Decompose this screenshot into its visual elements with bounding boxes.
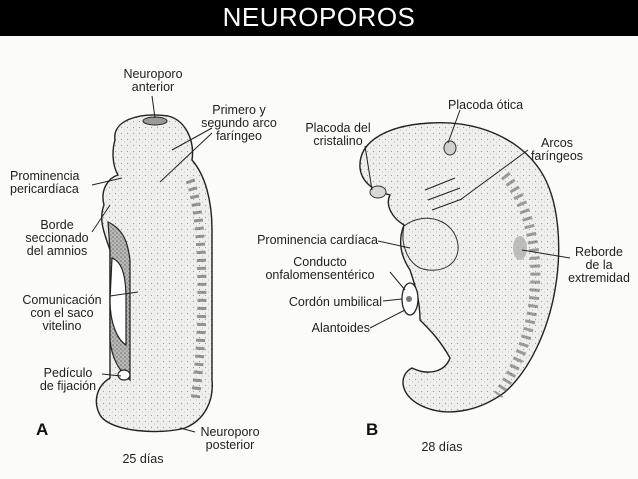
label-line: extremidad — [568, 271, 630, 285]
label-pharyngeal-arches-b: Arcos faríngeos — [522, 137, 592, 163]
embryo-b-otic — [443, 140, 457, 156]
label-anterior-neuropore: Neuroporo anterior — [113, 68, 193, 94]
slide-title: NEUROPOROS — [222, 2, 416, 32]
label-line: Reborde — [575, 245, 623, 259]
label-line: onfalomensentérico — [265, 268, 375, 282]
label-amnion-edge: Borde seccionado del amnios — [18, 219, 96, 258]
embryo-a-somites — [185, 178, 207, 401]
label-pericardial-bulge: Prominencia pericardíaca — [10, 170, 79, 196]
label-line: Placoda del — [305, 121, 371, 135]
embryo-a-yolk-opening — [109, 257, 127, 347]
label-line: de la — [585, 258, 613, 272]
label-line: Neuroporo — [200, 425, 260, 439]
panel-letter-a: A — [36, 420, 49, 439]
embryo-b-body — [359, 122, 560, 413]
title-bar: NEUROPOROS — [0, 0, 638, 36]
age-label-a: 25 días — [122, 452, 164, 466]
label-line: posterior — [205, 438, 255, 452]
embryo-b-heart — [402, 217, 459, 271]
label-pharyngeal-arches-a: Primero y segundo arco faríngeo — [194, 104, 284, 143]
label-lens-placode: Placoda del cristalino — [295, 122, 381, 148]
label-line: seccionado — [25, 231, 89, 245]
embryo-b-lens — [369, 185, 387, 199]
label-line: con el saco — [30, 306, 94, 320]
embryo-b-somites — [493, 171, 541, 398]
label-line: Arcos — [541, 136, 573, 150]
label-vitelline-duct: Conducto onfalomensentérico — [252, 256, 388, 282]
embryo-a — [95, 114, 213, 433]
embryo-b — [359, 122, 560, 413]
label-line: Pedículo — [43, 366, 93, 380]
label-line: pericardíaca — [10, 182, 79, 196]
label-heart-bulge: Prominencia cardíaca — [236, 234, 378, 247]
label-line: de fijación — [39, 379, 97, 393]
label-line: Neuroporo — [123, 67, 183, 81]
label-line: anterior — [131, 80, 175, 94]
label-limb-ridge: Reborde de la extremidad — [563, 246, 635, 285]
label-yolk-sac-comm: Comunicación con el saco vitelino — [14, 294, 110, 333]
label-line: faríngeos — [530, 149, 584, 163]
leader-lines — [91, 95, 571, 433]
age-label-b: 28 días — [421, 440, 463, 454]
label-line: Prominencia cardíaca — [257, 233, 378, 247]
label-connecting-stalk: Pedículo de fijación — [32, 367, 104, 393]
label-allantois: Alantoides — [300, 322, 370, 335]
label-line: Alantoides — [311, 321, 370, 335]
label-line: del amnios — [26, 244, 88, 258]
label-line: Comunicación — [22, 293, 102, 307]
embryo-b-arches — [424, 177, 463, 211]
label-line: Cordón umbilical — [288, 295, 382, 309]
label-line: faríngeo — [216, 129, 262, 143]
embryo-b-limb-ridge — [513, 236, 527, 260]
label-line: cristalino — [313, 134, 363, 148]
label-line: segundo arco — [201, 116, 277, 130]
label-line: Primero y — [212, 103, 266, 117]
label-line: Borde — [40, 218, 74, 232]
panel-letter-b: B — [366, 420, 379, 439]
label-line: Conducto — [293, 255, 347, 269]
label-umbilical-cord: Cordón umbilical — [270, 296, 382, 309]
label-line: Prominencia — [10, 169, 80, 183]
embryo-a-anterior-neuropore — [142, 116, 168, 126]
label-posterior-neuropore: Neuroporo posterior — [190, 426, 270, 452]
label-otic-placode: Placoda ótica — [448, 99, 523, 112]
embryo-a-stalk — [117, 369, 131, 381]
embryo-b-cord-vessel — [406, 296, 412, 302]
label-line: vitelino — [42, 319, 82, 333]
label-line: Placoda ótica — [448, 98, 524, 112]
